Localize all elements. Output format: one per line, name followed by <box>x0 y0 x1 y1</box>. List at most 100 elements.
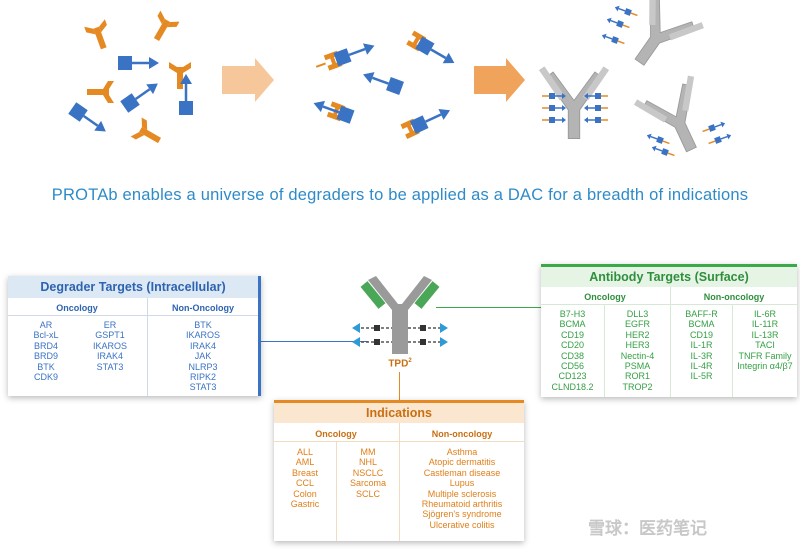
indications-oncology-header: Oncology <box>315 429 357 439</box>
list-item: Atopic dermatitis <box>428 457 496 468</box>
list-item: HER3 <box>625 340 650 351</box>
list-item: GSPT1 <box>95 330 125 341</box>
degrader-non-oncology-header: Non-Oncology <box>172 303 234 313</box>
list-item: ALL <box>296 447 313 457</box>
list-item: IL-3R <box>690 350 713 361</box>
list-item: CD19 <box>689 329 713 340</box>
antibody-non-oncology-header: Non-oncology <box>703 292 765 302</box>
list-item: Colon <box>293 488 317 499</box>
list-item: BCMA <box>559 319 586 330</box>
list-item: B7-H3 <box>559 309 586 319</box>
list-item: BTK <box>194 320 212 330</box>
tpd2-label: TPD2 <box>388 358 412 370</box>
protab-illustration <box>67 0 733 180</box>
connector-degrader <box>258 341 368 342</box>
list-item: IRAK4 <box>189 340 216 351</box>
list-item: CD56 <box>560 361 584 372</box>
list-item: TACI <box>755 340 775 351</box>
list-item: IRAK4 <box>96 351 123 362</box>
list-item: ROR1 <box>624 371 650 382</box>
indications-card-title: Indications <box>274 403 524 423</box>
connector-indications <box>399 372 400 400</box>
list-item: STAT3 <box>96 361 124 372</box>
list-item: Gastric <box>290 499 320 510</box>
list-item: CD38 <box>560 350 584 361</box>
list-item: IL-1R <box>690 340 713 351</box>
list-item: BCMA <box>688 319 715 330</box>
arrow-step-2 <box>474 58 525 102</box>
list-item: DLL3 <box>626 309 649 319</box>
list-item: IL-11R <box>751 319 779 330</box>
list-item: CD19 <box>560 329 584 340</box>
antibody-oncology-header: Oncology <box>584 292 626 302</box>
list-item: Sjögren's syndrome <box>422 509 502 520</box>
list-item: CCL <box>295 478 314 489</box>
degrader-payloads <box>309 30 460 140</box>
list-item: Breast <box>291 467 318 478</box>
headline: PROTAb enables a universe of degraders t… <box>51 186 749 204</box>
degrader-card-title: Degrader Targets (Intracellular) <box>8 276 258 298</box>
list-item: Asthma <box>446 447 478 457</box>
list-item: EGFR <box>624 319 650 330</box>
list-item: Multiple sclerosis <box>427 488 497 499</box>
antibody-card-title: Antibody Targets (Surface) <box>541 267 797 287</box>
list-item: SCLC <box>355 488 380 499</box>
list-item: JAK <box>194 351 212 362</box>
list-item: Ulcerative colitis <box>429 519 495 530</box>
indications-non-oncology-header: Non-oncology <box>431 429 493 439</box>
list-item: BAFF-R <box>685 309 718 319</box>
list-item: NHL <box>358 457 377 468</box>
list-item: IL-5R <box>690 371 713 382</box>
list-item: Castleman disease <box>423 467 501 478</box>
antibody-degrader-conjugates <box>542 0 733 162</box>
list-item: Lupus <box>449 478 475 489</box>
list-item: Bcl-xL <box>33 330 59 341</box>
tpd2-antibody-icon <box>352 276 448 354</box>
list-item: CD123 <box>558 371 587 382</box>
connector-antibody <box>436 307 542 308</box>
list-item: BRD9 <box>33 351 58 362</box>
list-item: IKAROS <box>185 330 220 341</box>
list-item: Integrin α4/β7 <box>737 361 793 372</box>
list-item: CDK9 <box>33 372 58 383</box>
watermark: 雪球：医药笔记 <box>588 519 707 538</box>
list-item: IL-6R <box>753 309 776 319</box>
list-item: CD20 <box>560 340 584 351</box>
list-item: NSCLC <box>352 467 384 478</box>
list-item: TROP2 <box>622 381 653 392</box>
list-item: BRD4 <box>33 340 58 351</box>
list-item: AML <box>295 457 315 468</box>
arrow-step-1 <box>222 58 274 102</box>
list-item: ER <box>103 320 117 330</box>
list-item: STAT3 <box>189 382 217 393</box>
degrader-targets-card: Degrader Targets (Intracellular) Oncolog… <box>8 276 261 396</box>
list-item: CLND18.2 <box>551 381 594 392</box>
list-item: Rheumatoid arthritis <box>421 499 503 510</box>
list-item: Nectin-4 <box>620 350 655 361</box>
list-item: IL-4R <box>690 361 713 372</box>
list-item: PSMA <box>624 361 651 372</box>
list-item: AR <box>39 320 53 330</box>
list-item: IL-13R <box>751 329 779 340</box>
list-item: HER2 <box>625 329 650 340</box>
free-degrader-molecules <box>67 10 195 151</box>
list-item: NLRP3 <box>188 361 218 372</box>
list-item: Sarcoma <box>349 478 386 489</box>
list-item: MM <box>360 447 376 457</box>
list-item: TNFR Family <box>738 350 792 361</box>
list-item: IKAROS <box>92 340 127 351</box>
list-item: RIPK2 <box>189 372 216 383</box>
antibody-targets-card: Antibody Targets (Surface) Oncology Non-… <box>541 264 797 397</box>
list-item: BTK <box>37 361 55 372</box>
